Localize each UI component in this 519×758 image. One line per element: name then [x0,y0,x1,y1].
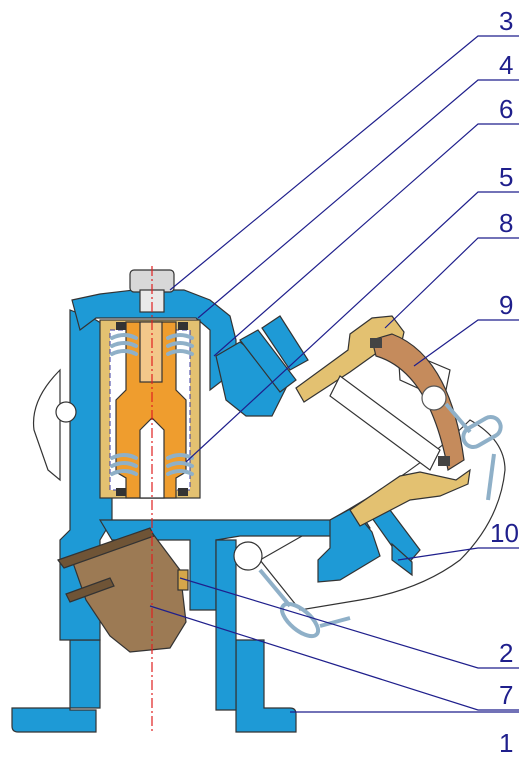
label-3: 3 [499,6,513,36]
label-9: 9 [499,290,513,320]
bolt-hole-left [55,401,77,423]
valve-body [11,269,421,733]
chain [258,385,503,639]
label-6: 6 [499,94,513,124]
leader-lines [149,35,519,713]
label-8: 8 [499,208,513,238]
label-4: 4 [499,50,513,80]
seal-bottom [438,456,450,466]
label-7: 7 [499,680,513,710]
label-10: 10 [490,518,519,548]
casing-outline [32,368,61,482]
valve-disc [57,527,189,653]
label-2: 2 [499,638,513,668]
spring [110,333,194,476]
label-1: 1 [499,728,513,758]
diaphragm [371,333,465,471]
seal-top [370,338,382,348]
label-5: 5 [499,162,513,192]
bolt-hole [233,541,263,571]
